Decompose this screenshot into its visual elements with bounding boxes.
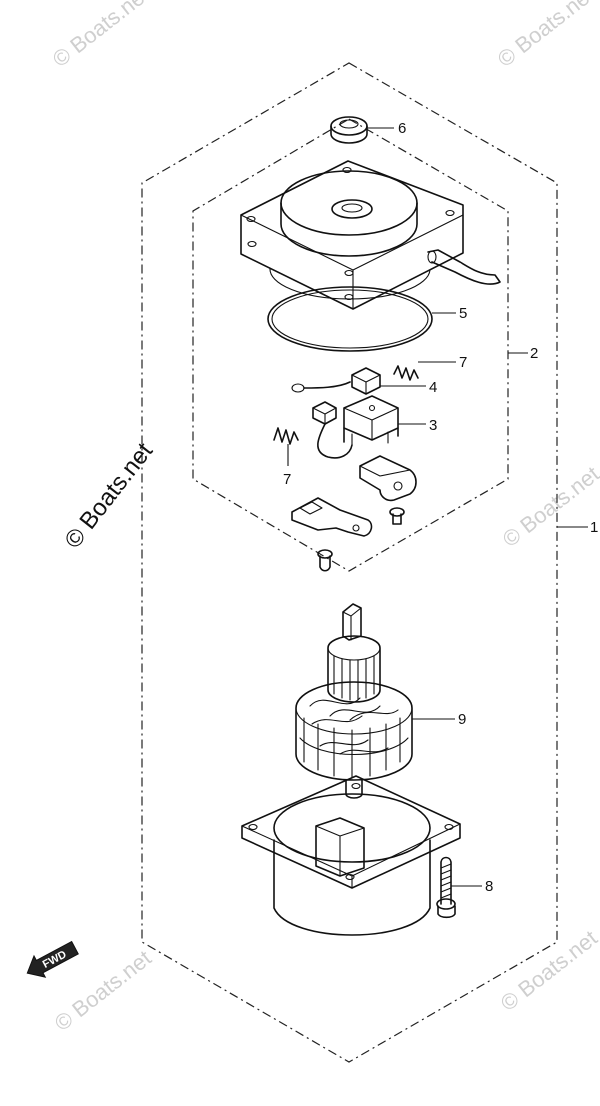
callout-9: 9 (458, 711, 466, 728)
oil-seal (330, 116, 368, 144)
inner-assembly-outline (192, 118, 509, 572)
watermark-top-right: © Boats.net (493, 0, 599, 72)
fwd-label: FWD (41, 948, 69, 970)
brush-holder (312, 395, 399, 459)
outer-assembly-outline (141, 62, 558, 1063)
callout-8: 8 (485, 878, 493, 895)
through-bolt (436, 856, 456, 919)
callout-7b: 7 (283, 471, 291, 488)
callout-6: 6 (398, 120, 406, 137)
small-screw-bottom (317, 549, 333, 572)
brush-spring-upper (393, 365, 419, 381)
o-ring (267, 286, 433, 352)
motor-cable (427, 249, 501, 285)
brush-bracket-right (359, 455, 417, 502)
motor-end-housing (240, 160, 464, 310)
callout-7a: 7 (459, 354, 467, 371)
callout-1: 1 (590, 519, 598, 536)
watermark-center-left: © Boats.net (59, 438, 158, 554)
callout-5: 5 (459, 305, 467, 322)
callout-3: 3 (429, 417, 437, 434)
watermark-mid-right: © Boats.net (498, 461, 600, 552)
watermark-bottom-right: © Boats.net (496, 925, 600, 1016)
brush-spring-lower (273, 427, 299, 445)
motor-yoke (241, 775, 461, 936)
callout-4: 4 (429, 379, 437, 396)
forward-direction-arrow: FWD (26, 940, 79, 978)
terminal-plate (291, 497, 373, 537)
watermark-top-left: © Boats.net (48, 0, 154, 72)
brush-lead (291, 367, 381, 395)
small-screw-right (389, 507, 405, 525)
armature (295, 603, 413, 799)
callout-2: 2 (530, 345, 538, 362)
